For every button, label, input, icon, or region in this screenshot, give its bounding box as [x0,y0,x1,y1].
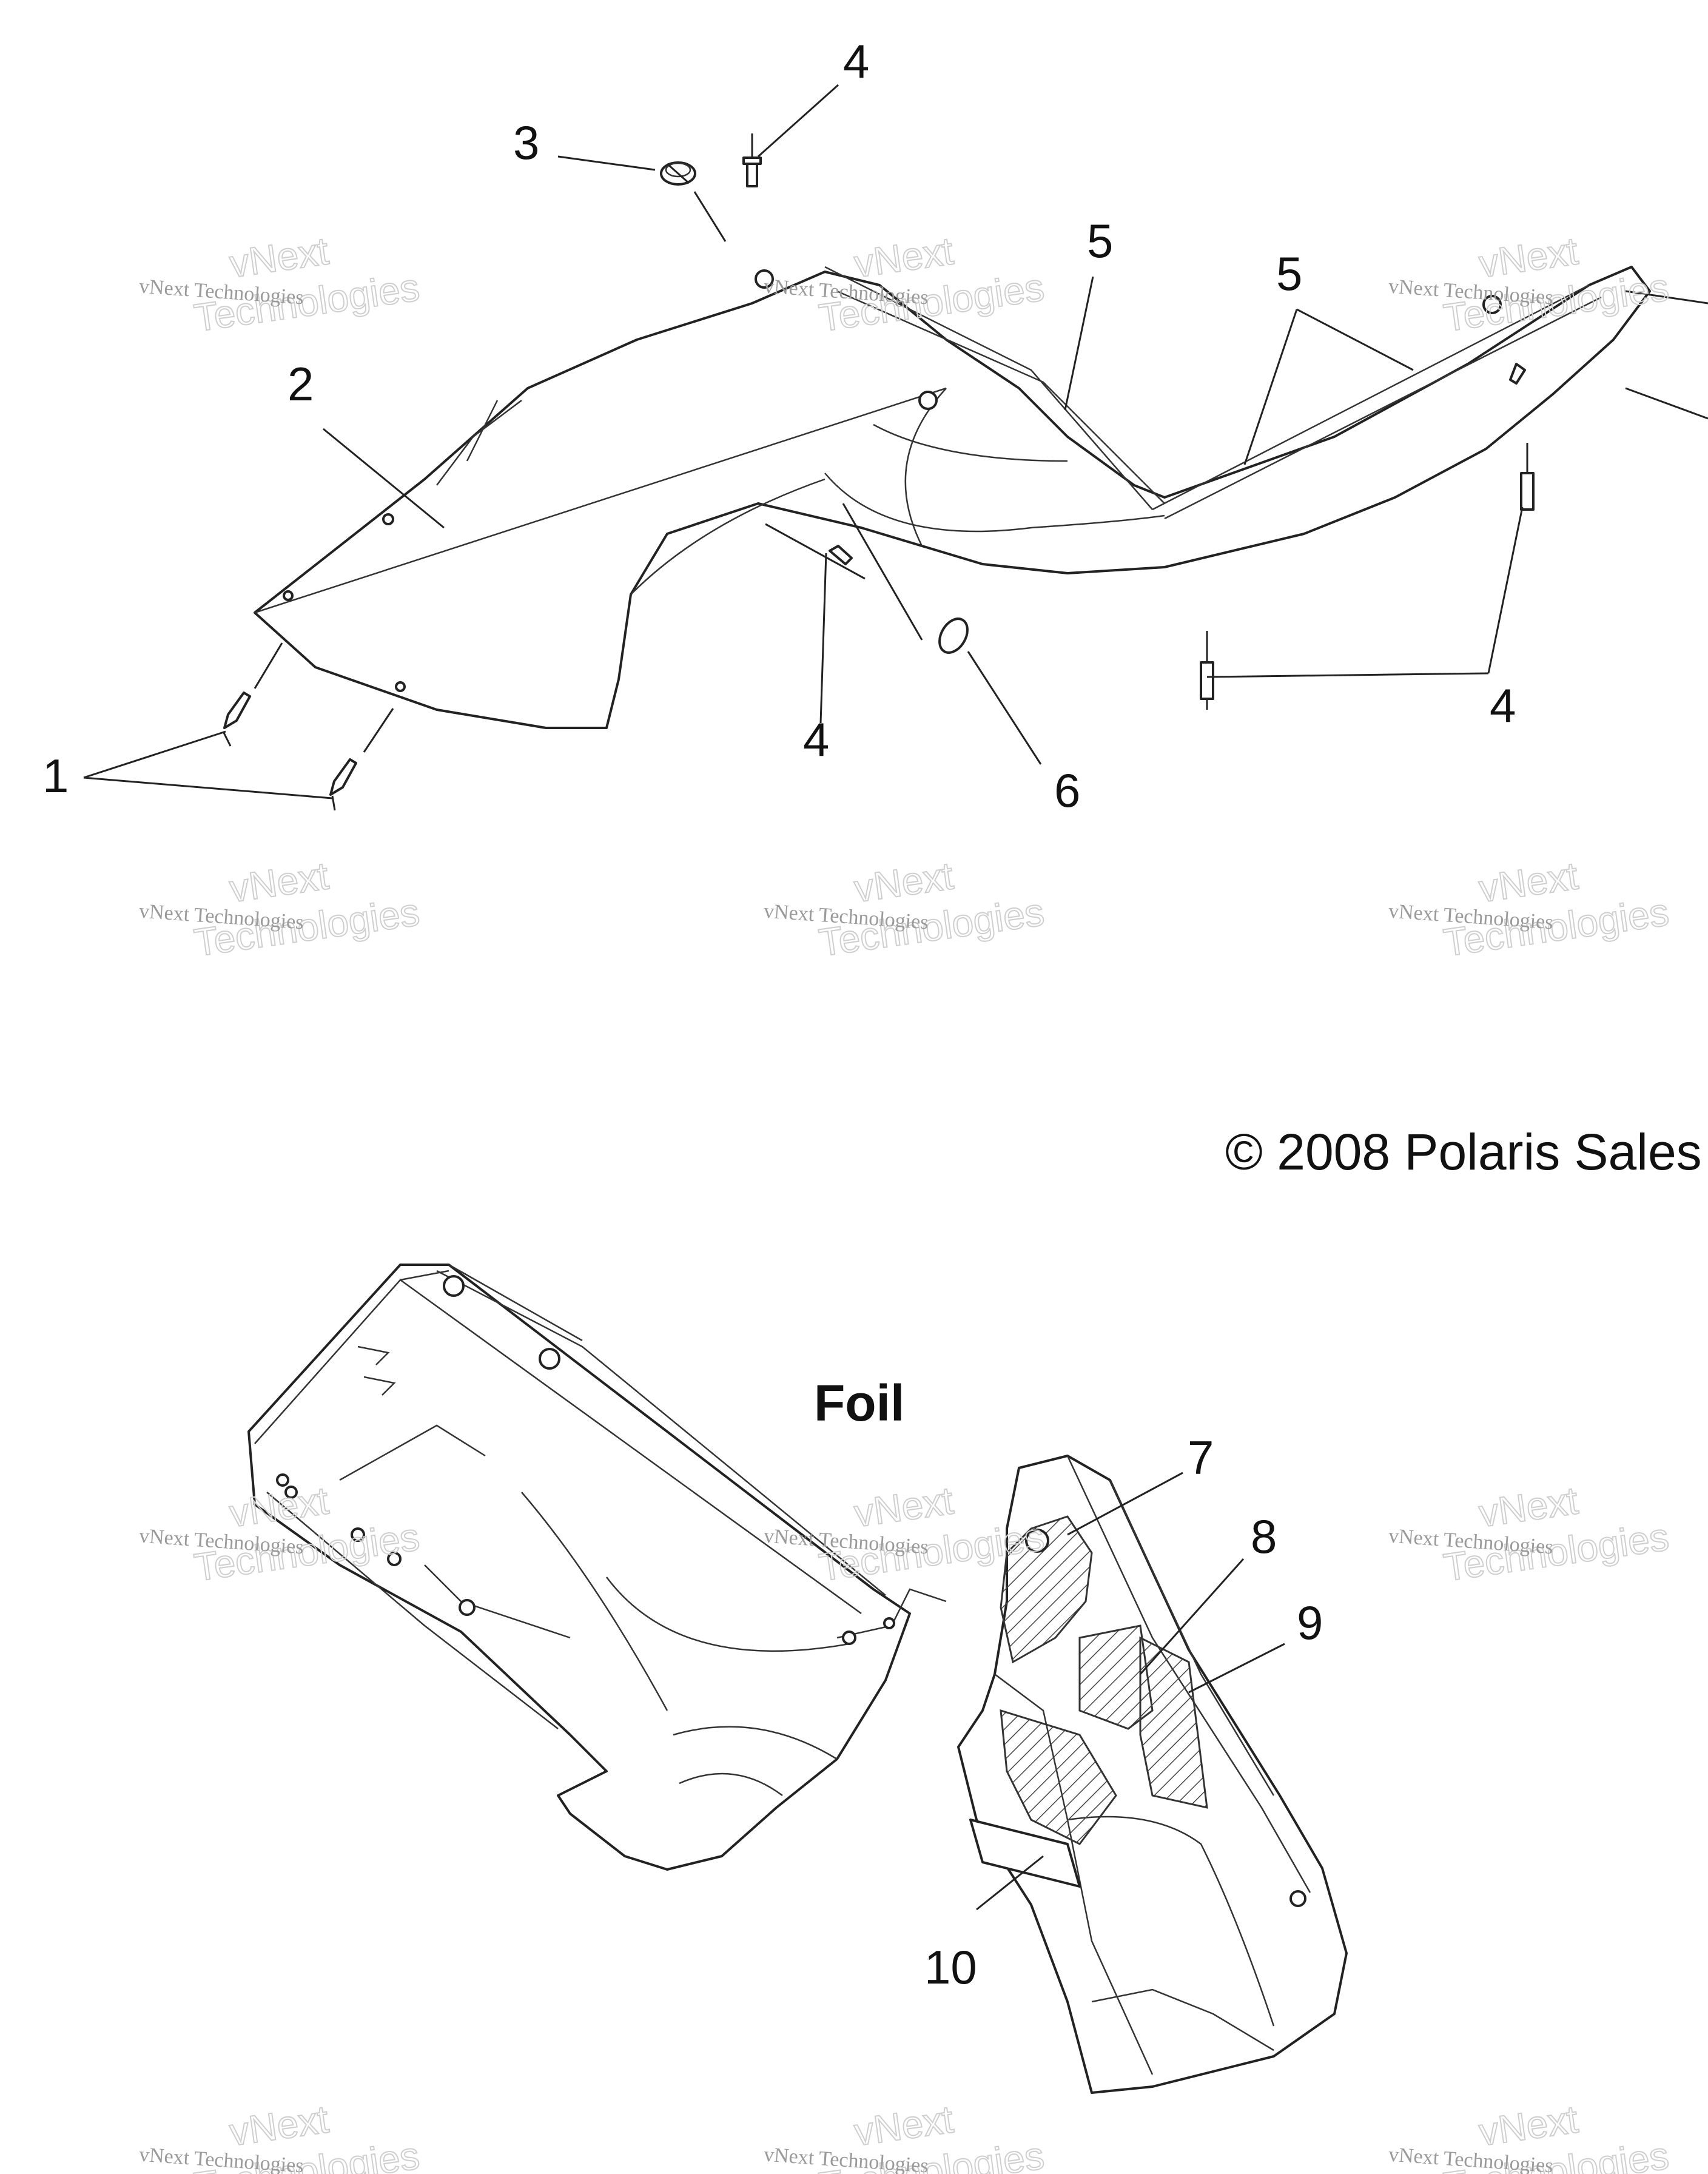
leader-lines-lower [976,1472,1285,1911]
side-panel-lower-right [957,1455,1348,2094]
leader-lines-upper [83,84,1708,799]
watermark-logo-text: vNext [227,229,331,286]
section-label: Foil [814,1375,904,1432]
callout-1: 1 [42,749,69,803]
watermark-logo-text: vNext [1476,229,1581,286]
watermark-text: vNext Technologies [138,2144,304,2174]
callout-4: 4 [1490,679,1516,732]
watermark-logo-text: vNext [852,853,956,910]
watermark-logo-text: vNext [1476,1478,1581,1535]
grommet [938,618,969,654]
nut-fastener [660,161,696,186]
watermark-logo-text: vNext [227,853,331,910]
callout-3: 3 [513,116,539,169]
callout-8: 8 [1251,1510,1277,1563]
watermark-logo-text: vNext [852,2097,956,2154]
watermark-text: vNext Technologies [1388,2144,1554,2174]
callout-9: 9 [1297,1596,1323,1649]
watermark-logo-text: vNext [852,229,956,286]
watermark-text: vNext Technologies [763,2144,929,2174]
callout-4: 4 [803,713,829,766]
callout-7: 7 [1188,1431,1214,1484]
side-panel-lower-left [247,1264,947,1871]
callout-6: 6 [1054,764,1080,817]
callout-5: 5 [1276,247,1302,300]
callout-5: 5 [1087,214,1113,268]
watermark-logo-text: vNext [1476,853,1581,910]
watermark-logo-text: vNext [227,2097,331,2154]
watermark-logo-text: vNext [852,1478,956,1535]
rivet-fastener [222,133,1535,811]
copyright-notice: © 2008 Polaris Sales In [1225,1123,1708,1180]
callout-2: 2 [287,357,314,411]
watermark-logo-text: vNext [1476,2097,1581,2154]
callout-10: 10 [924,1940,977,1994]
callout-4: 4 [843,35,869,88]
side-panel-upper [254,266,1651,729]
